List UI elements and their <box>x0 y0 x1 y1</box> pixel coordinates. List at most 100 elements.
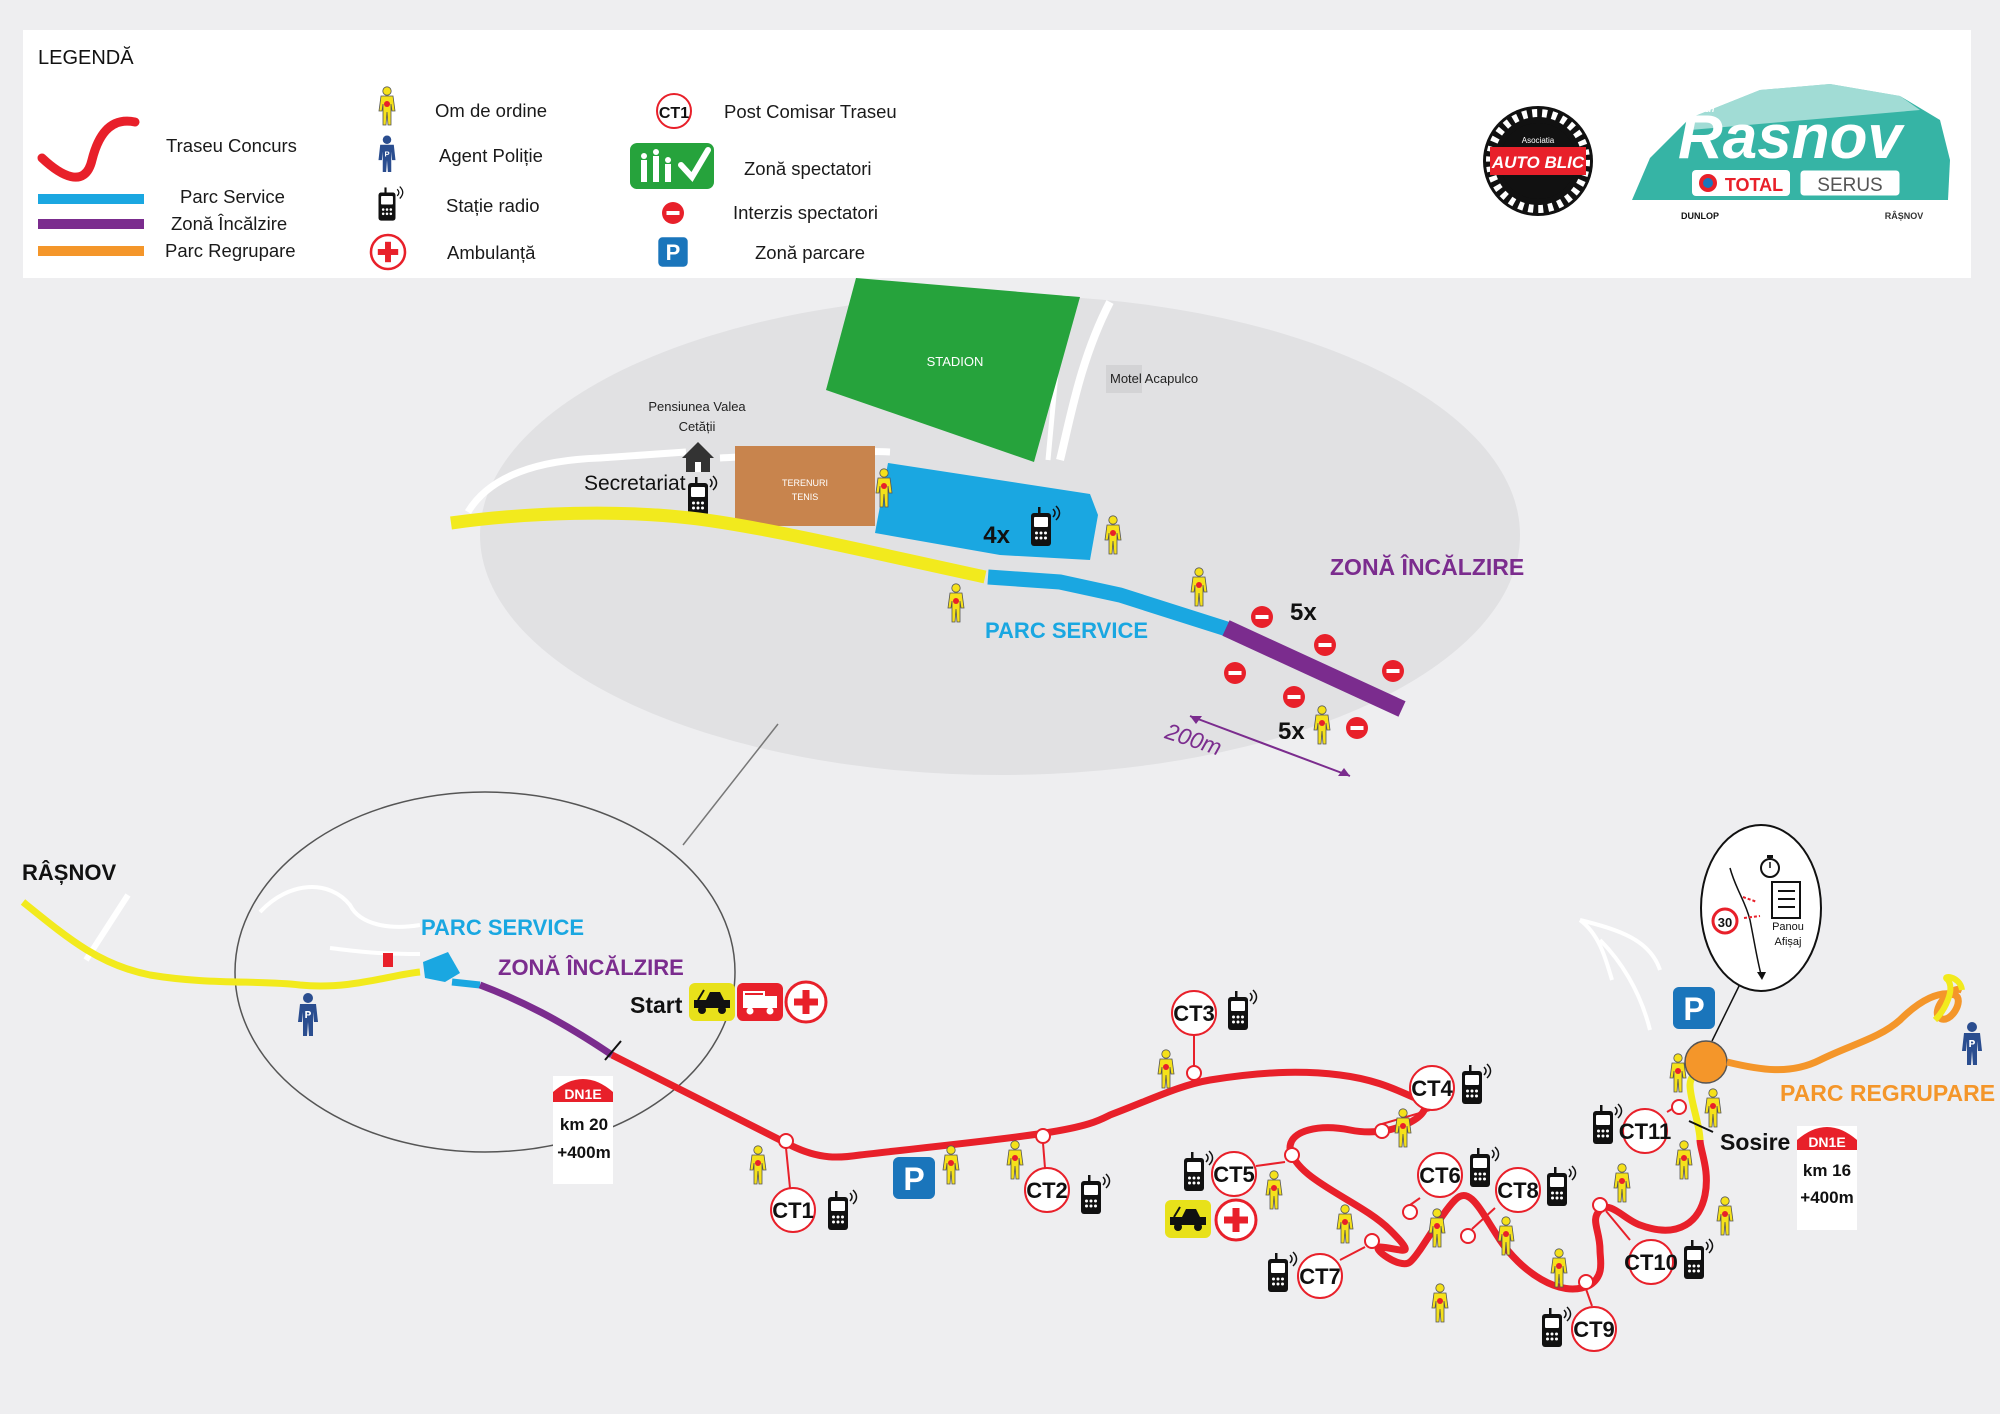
callout-line <box>1711 979 1743 1042</box>
speed-limit-sign: 30 <box>1718 915 1732 930</box>
svg-text:P: P <box>1683 991 1704 1027</box>
checkpoint-ct6: CT6 <box>1402 1152 1463 1220</box>
ct-marker-icon <box>656 93 692 129</box>
marshal-icon <box>1265 1170 1283 1210</box>
checkpoint-ct5: CT5 <box>1211 1147 1300 1197</box>
warmup-zone <box>478 981 614 1058</box>
no-entry-icon <box>1346 717 1368 739</box>
marshal-icon <box>1157 1049 1175 1089</box>
legend-warmup-label: Zonă Încălzire <box>171 213 287 234</box>
regroup-label: PARC REGRUPARE <box>1780 1080 1995 1106</box>
detail-warmup-label: ZONĂ ÎNCĂLZIRE <box>1330 553 1524 580</box>
tow-truck-icon <box>688 982 736 1022</box>
svg-text:AUTO BLIC: AUTO BLIC <box>1491 153 1585 172</box>
legend-title: LEGENDĂ <box>38 46 134 69</box>
legend-warmup-swatch <box>38 219 144 229</box>
zoom-connector <box>682 723 779 846</box>
radio-icon <box>1592 1103 1623 1145</box>
legend-ct1-symbol: CT1 <box>659 105 689 122</box>
spectators-icon <box>630 143 714 189</box>
legend-police-label: Agent Poliție <box>439 145 543 166</box>
no-entry-icon <box>1224 662 1246 684</box>
no-entry-icon <box>1314 634 1336 656</box>
legend-traseu-label: Traseu Concurs <box>166 135 297 156</box>
pensiune-label: Pensiunea Valea <box>648 399 746 414</box>
svg-text:CT2: CT2 <box>1026 1178 1068 1203</box>
forbidden-count: 5x <box>1290 599 1317 626</box>
legend-box: LEGENDĂ Traseu Concurs Parc Service Zonă… <box>23 30 1971 278</box>
rasnov-rally-logo: Raliul Rasnov TOTAL SERUS DUNLOP RÂȘNOV <box>1632 84 1950 226</box>
legend-regroup-label: Parc Regrupare <box>165 240 296 261</box>
svg-text:km 16: km 16 <box>1803 1161 1851 1180</box>
checkpoint-ct10: CT10 <box>1592 1197 1678 1285</box>
radio-icon <box>1227 989 1258 1031</box>
svg-text:CT1: CT1 <box>772 1198 814 1223</box>
marshal-icon <box>1336 1204 1354 1244</box>
svg-text:Raliul: Raliul <box>1680 99 1716 115</box>
checkpoint-ct11: CT11 <box>1619 1099 1687 1154</box>
svg-text:+400m: +400m <box>557 1143 610 1162</box>
ambulance-icon <box>1214 1198 1258 1242</box>
marshal-icon <box>1704 1088 1722 1128</box>
autoblic-logo: Asociatia AUTO BLIC <box>1483 106 1593 216</box>
access-road <box>1932 974 1965 1023</box>
regroup-point <box>1684 1040 1728 1084</box>
no-entry-icon <box>1382 660 1404 682</box>
svg-text:+400m: +400m <box>1800 1188 1853 1207</box>
town-label: RÂȘNOV <box>22 860 116 885</box>
overview-map: RÂȘNOV PARC SERVICE ZONĂ ÎNCĂLZIRE Start… <box>20 791 1995 1352</box>
radio-icon <box>1183 1150 1214 1192</box>
radio-icon <box>827 1189 858 1231</box>
marshal-icon <box>1675 1140 1693 1180</box>
race-route <box>610 1051 1710 1293</box>
svg-text:CT10: CT10 <box>1624 1250 1678 1275</box>
detail-service-label: PARC SERVICE <box>985 618 1148 643</box>
checkpoint-ct8: CT8 <box>1460 1167 1541 1244</box>
svg-text:P: P <box>305 1010 312 1021</box>
svg-text:Asociatia: Asociatia <box>1522 136 1555 145</box>
warmup-zone <box>1222 620 1406 717</box>
svg-text:P: P <box>1969 1039 1976 1050</box>
svg-text:CT11: CT11 <box>1619 1119 1672 1144</box>
stopwatch-icon <box>1760 855 1780 878</box>
service-park-area <box>423 952 460 982</box>
finish-label: Sosire <box>1720 1129 1790 1155</box>
km-sign-start: DN1E km 20 +400m <box>553 1076 613 1184</box>
tennis-courts <box>735 446 875 526</box>
motel-label: Motel Acapulco <box>1110 371 1198 386</box>
stadium <box>826 278 1080 462</box>
svg-text:DN1E: DN1E <box>564 1086 601 1102</box>
legend-regroup-swatch <box>38 246 144 256</box>
marshal-icon <box>1613 1163 1631 1203</box>
svg-text:Panou: Panou <box>1772 921 1804 933</box>
tow-truck-icon <box>1164 1199 1212 1239</box>
svg-text:DUNLOP: DUNLOP <box>1681 211 1719 221</box>
no-entry-icon <box>1251 606 1273 628</box>
svg-text:CT6: CT6 <box>1419 1163 1461 1188</box>
checkpoint-ct7: CT7 <box>1297 1233 1380 1299</box>
legend-service-label: Parc Service <box>180 186 285 207</box>
stadium-label: STADION <box>927 354 984 369</box>
svg-text:SERUS: SERUS <box>1817 175 1882 196</box>
marshal-icon <box>1669 1053 1687 1093</box>
svg-text:CT7: CT7 <box>1299 1264 1341 1289</box>
svg-text:km 20: km 20 <box>560 1115 608 1134</box>
regroup-road <box>1726 986 1964 1074</box>
marshal-icon <box>1431 1283 1449 1323</box>
detail-inset: STADION Motel Acapulco TERENURI TENIS Pe… <box>450 278 1524 846</box>
motel-building <box>1106 365 1142 393</box>
road <box>1056 300 1114 461</box>
checkpoint-ct4: CT4 <box>1374 1065 1455 1139</box>
access-road <box>20 899 421 990</box>
legend-service-swatch <box>38 194 144 204</box>
finish-line <box>1688 1120 1714 1133</box>
road <box>464 448 687 514</box>
radio-icon <box>1267 1251 1298 1293</box>
svg-text:CT4: CT4 <box>1411 1076 1453 1101</box>
start-label: Start <box>630 992 683 1018</box>
no-entry-icon <box>662 202 684 224</box>
legend-marshal-label: Om de ordine <box>435 100 547 121</box>
radio-icon <box>1461 1063 1492 1105</box>
service-park-road <box>451 978 481 989</box>
legend-parking-label: Zonă parcare <box>755 242 865 263</box>
